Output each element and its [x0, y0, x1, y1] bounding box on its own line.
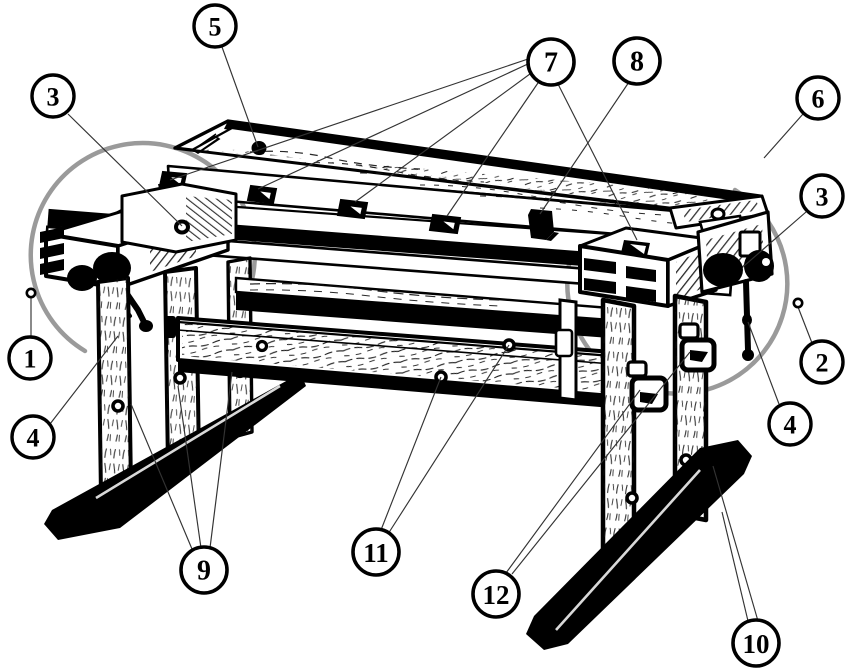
callout-6[interactable]: 6 — [795, 75, 841, 121]
leg-bolt-hole — [111, 399, 125, 413]
bench-dog-hole — [428, 213, 462, 235]
callout-1[interactable]: 1 — [7, 335, 53, 381]
leader-9-a — [130, 403, 193, 550]
leader-dot-1 — [25, 287, 37, 299]
leader-7-e — [557, 83, 638, 241]
callout-11-label: 11 — [363, 538, 389, 568]
leader-dot-2 — [792, 297, 804, 309]
stretcher-rear-board — [236, 288, 610, 338]
leader-9-c — [209, 371, 233, 549]
bench-dog — [528, 209, 559, 241]
callout-5-label: 5 — [209, 13, 222, 42]
callout-7[interactable]: 7 — [526, 37, 576, 87]
callout-10-label: 10 — [743, 629, 770, 659]
callout-11[interactable]: 11 — [351, 527, 401, 577]
callout-4-left-label: 4 — [27, 424, 40, 453]
leader-7-b — [257, 62, 531, 190]
leader-dot-group — [25, 287, 804, 309]
leader-7-d — [446, 79, 541, 217]
right-foot-highlight — [555, 469, 701, 631]
callout-1-label: 1 — [24, 345, 37, 374]
stretcher-bottom-edge — [178, 360, 612, 408]
bench-dog-hole — [336, 198, 369, 220]
leader-12-a — [505, 389, 641, 574]
left-leg-frame — [44, 256, 306, 540]
vise-bolt-hole — [174, 219, 190, 235]
callout-10[interactable]: 10 — [731, 618, 781, 668]
leader-3-right — [743, 211, 807, 267]
callout-2[interactable]: 2 — [799, 339, 845, 385]
leader-2 — [797, 306, 813, 344]
callout-4-left[interactable]: 4 — [10, 414, 56, 460]
callout-8-label: 8 — [630, 47, 644, 78]
callout-3-left[interactable]: 3 — [30, 73, 76, 119]
leader-7-a — [169, 57, 532, 181]
leader-6 — [763, 113, 804, 159]
leader-11-a — [380, 376, 442, 531]
bed-bolt-fastener — [626, 360, 669, 413]
shelf-bolt-hole — [255, 339, 269, 353]
tail-vise-dovetails — [584, 258, 656, 302]
callout-9[interactable]: 9 — [179, 545, 229, 595]
leader-4-right — [747, 321, 780, 405]
callout-5[interactable]: 5 — [192, 3, 238, 49]
leader-line-group — [30, 46, 813, 622]
callout-12[interactable]: 12 — [471, 569, 521, 619]
right-leg-frame — [526, 293, 752, 650]
leader-9-b — [177, 385, 202, 549]
callout-group[interactable]: 1 2 3 3 4 4 5 6 — [7, 3, 845, 668]
left-foot-highlight — [95, 384, 281, 500]
rear-leg-stubs — [554, 298, 578, 402]
leg-hardware-plate — [164, 316, 176, 338]
leader-12-b — [511, 351, 691, 575]
leader-10-b — [712, 465, 759, 622]
callout-4-right[interactable]: 4 — [767, 401, 813, 447]
leader-5 — [221, 46, 259, 148]
leader-8 — [539, 81, 630, 215]
right-foot — [526, 440, 752, 650]
callout-3-right[interactable]: 3 — [799, 173, 845, 219]
leader-7-c — [354, 70, 535, 203]
lower-stretcher-assembly — [176, 276, 614, 408]
leader-4-left — [49, 335, 119, 425]
callout-3-right-label: 3 — [816, 183, 829, 212]
bench-dog-hole — [621, 240, 650, 256]
bed-bolt-fastener — [678, 322, 717, 373]
callout-9-label: 9 — [197, 556, 211, 587]
callout-8[interactable]: 8 — [612, 36, 662, 86]
front-vise-assembly — [40, 182, 238, 332]
leg-bolt-hole — [173, 371, 187, 385]
callout-12-label: 12 — [483, 580, 510, 610]
leader-10-a — [721, 511, 749, 622]
left-foot — [44, 372, 306, 540]
callout-3-left-label: 3 — [47, 83, 60, 112]
front-vise-dovetails — [40, 227, 64, 275]
leg-bolt-hole — [625, 491, 639, 505]
bench-dog-hole — [246, 184, 278, 205]
callout-2-label: 2 — [816, 349, 829, 378]
callout-7-label: 7 — [544, 48, 558, 79]
front-vise-rear-jaw-hatch — [186, 196, 232, 242]
vise-screw-handle — [703, 250, 774, 361]
callout-4-right-label: 4 — [784, 411, 797, 440]
leader-11-b — [387, 344, 510, 535]
leader-3-left — [67, 113, 183, 227]
stretcher-front-board-grain — [182, 322, 608, 392]
tail-vise-assembly — [578, 194, 774, 361]
callout-6-label: 6 — [812, 85, 825, 114]
